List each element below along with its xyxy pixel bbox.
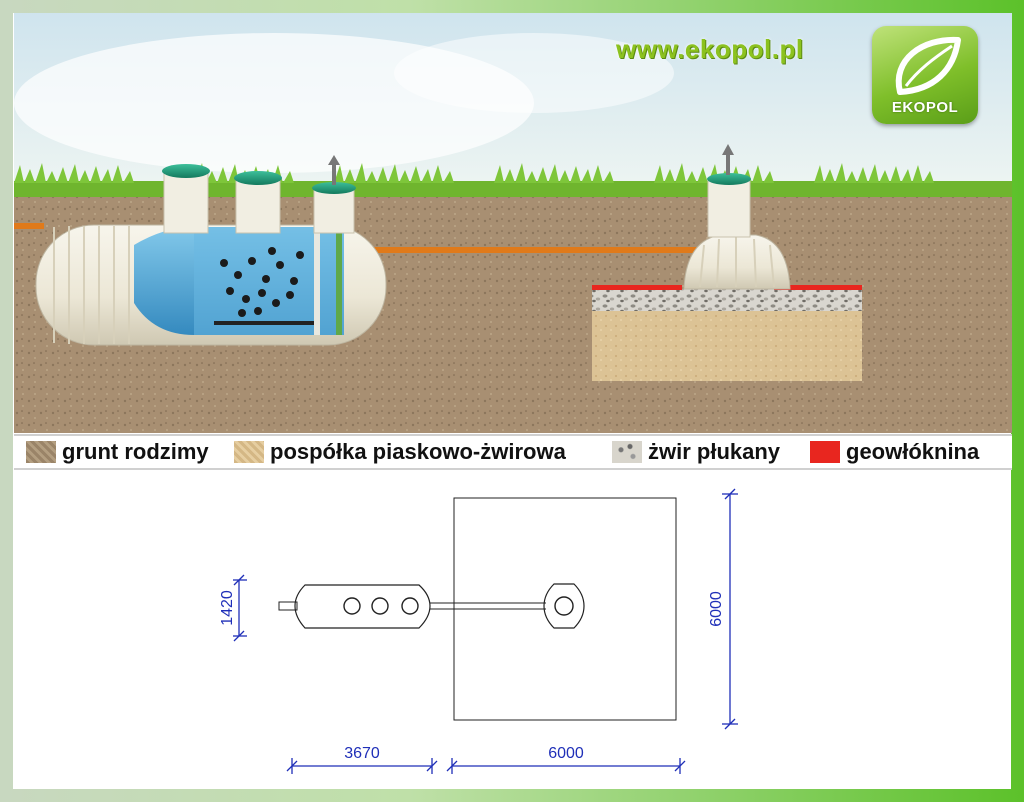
legend-swatch xyxy=(810,441,840,463)
material-legend: grunt rodzimy pospółka piaskowo-żwirowa … xyxy=(14,434,1012,470)
outlet-pipe xyxy=(374,247,704,253)
leaf-icon xyxy=(895,36,961,95)
legend-label: żwir płukany xyxy=(648,439,781,464)
legend-label: pospółka piaskowo-żwirowa xyxy=(270,439,566,464)
dim-field-width: 6000 xyxy=(708,591,725,627)
website-url[interactable]: www.ekopol.pl xyxy=(616,34,804,64)
legend-swatch xyxy=(26,441,56,463)
dim-tank-width: 1420 xyxy=(219,590,236,626)
legend-item-native-soil: grunt rodzimy xyxy=(26,439,209,465)
legend-label: grunt rodzimy xyxy=(62,439,209,464)
dome-plan-outline xyxy=(543,583,585,629)
cloud xyxy=(394,33,674,113)
geotextile-right xyxy=(774,285,862,290)
tank-plan-outline xyxy=(294,584,431,629)
manhole-2 xyxy=(371,597,389,615)
legend-label: geowłóknina xyxy=(846,439,980,464)
logo-text: EKOPOL xyxy=(891,99,959,116)
septic-tank xyxy=(35,155,387,346)
sand-gravel-layer xyxy=(592,311,862,381)
infiltration-dome xyxy=(683,144,791,290)
dim-tank-length: 3670 xyxy=(344,745,380,762)
legend-item-sand-gravel: pospółka piaskowo-żwirowa xyxy=(234,439,566,465)
legend-swatch xyxy=(234,441,264,463)
inlet-pipe xyxy=(14,223,44,229)
manhole-3 xyxy=(401,597,419,615)
dome-manhole xyxy=(554,596,574,616)
manhole-1 xyxy=(343,597,361,615)
inlet-stub xyxy=(278,601,298,611)
ekopol-logo: EKOPOL xyxy=(872,26,978,124)
plan-view-drawing: 1420 6000 3670 6000 xyxy=(219,488,738,774)
dim-field-length: 6000 xyxy=(548,745,584,762)
cross-section-scene xyxy=(14,13,1012,433)
geotextile-left xyxy=(592,285,682,290)
legend-item-washed-gravel: żwir płukany xyxy=(612,439,780,465)
legend-item-geotextile: geowłóknina xyxy=(810,439,979,465)
legend-swatch xyxy=(612,441,642,463)
washed-gravel-layer xyxy=(592,289,862,311)
